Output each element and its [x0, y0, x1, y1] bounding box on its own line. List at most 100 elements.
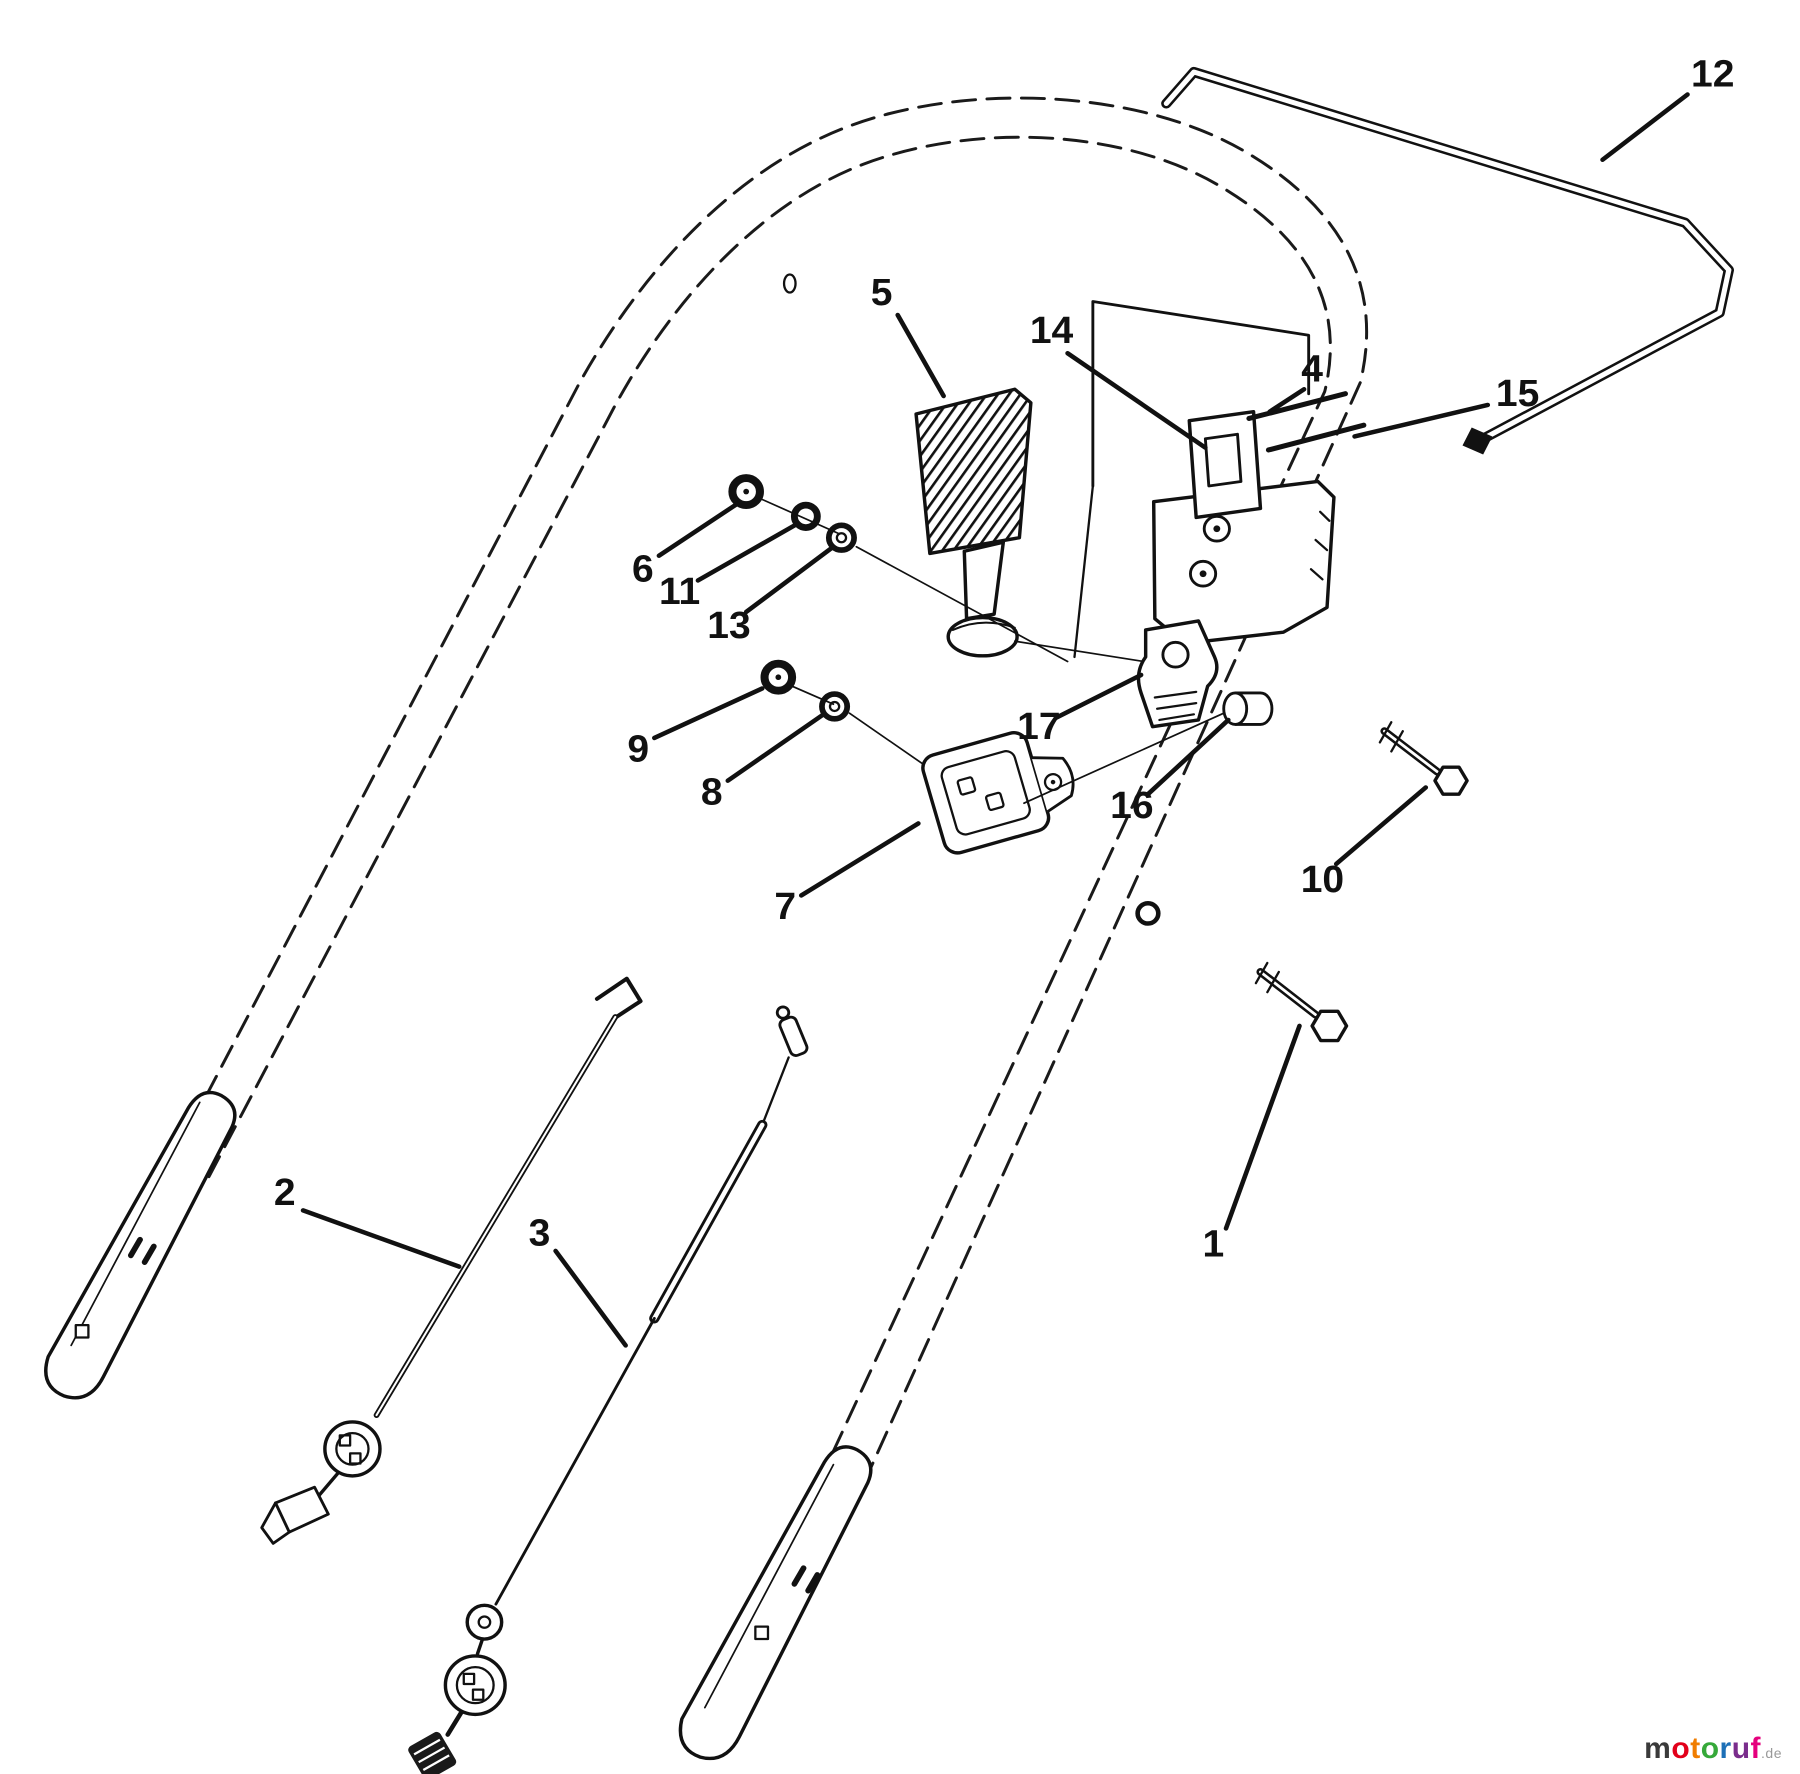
rod-2-trunnion-slot-1	[338, 1434, 352, 1447]
console-screw-2-dot	[1199, 570, 1207, 578]
lower-handle-grip	[678, 1445, 873, 1761]
cable-3-wire-lower	[494, 1317, 656, 1606]
plate-14-outline	[1187, 410, 1263, 520]
watermark-letter: u	[1731, 1732, 1751, 1765]
leader-line-part-15	[1352, 402, 1491, 439]
watermark-suffix: .de	[1761, 1745, 1782, 1761]
watermark-letter: m	[1644, 1732, 1672, 1765]
leader-line-part-16	[1145, 717, 1231, 797]
throttle-lever-part-5	[914, 387, 1145, 663]
watermark-letter: f	[1750, 1732, 1762, 1765]
part-label-13: 13	[707, 604, 750, 647]
locknut-part-6	[728, 474, 764, 510]
watermark-letter: r	[1719, 1732, 1732, 1765]
cable-3-trunnion-inner	[455, 1666, 495, 1705]
cable-3-stem	[445, 1709, 464, 1737]
console-screw-2	[1188, 559, 1218, 588]
cable-3-trunnion-slot-2	[471, 1688, 485, 1701]
cable-3-conduit-core	[652, 1122, 765, 1321]
bracket-17-ridge-2	[1155, 701, 1198, 710]
console-edge-tick-3	[1309, 568, 1324, 581]
cable-3-knob	[465, 1603, 504, 1641]
watermark-letter: o	[1700, 1732, 1720, 1765]
lower-grip-dash-2	[805, 1572, 821, 1594]
console-bracket-assembly	[1073, 300, 1336, 659]
washer-part-11	[790, 501, 821, 531]
rod-2-shaft-core	[375, 1015, 617, 1417]
fastener-set-9-8	[760, 659, 929, 769]
part-label-7: 7	[774, 885, 796, 928]
rod-2-bracket	[274, 1485, 330, 1534]
cable-3-trunnion	[443, 1654, 507, 1717]
lower-grip-seam	[703, 1463, 835, 1709]
part-label-5: 5	[871, 271, 893, 314]
cable-3-plug-rib-2	[418, 1746, 446, 1764]
leader-line-part-3	[553, 1248, 628, 1348]
cable-3-link	[475, 1638, 484, 1656]
rod-2-trunnion-slot-2	[348, 1452, 362, 1465]
leader-line-part-5	[895, 312, 946, 399]
leader-line-part-1	[1223, 1023, 1302, 1231]
bracket-17-hole	[1161, 640, 1190, 669]
bolt-part-1	[1135, 901, 1349, 1043]
cable-3-wire-upper	[761, 1056, 790, 1127]
locknut-part-6-dot	[743, 488, 750, 495]
housing-hole-2	[984, 791, 1005, 812]
rod-2-hook	[594, 976, 643, 1022]
bolt-10-shaft-core	[1383, 729, 1439, 774]
left-grip-dash-2	[141, 1243, 157, 1265]
cable-3-trunnion-slot-1	[462, 1672, 476, 1686]
part-label-3: 3	[529, 1212, 551, 1255]
console-screw-1	[1202, 514, 1231, 543]
lever-foot-line	[951, 621, 1016, 631]
lower-grip-body	[678, 1445, 873, 1761]
part-label-11: 11	[659, 570, 700, 613]
leader-line-part-8	[725, 713, 825, 783]
cable-3-plug-rib-1	[413, 1738, 441, 1756]
leader-line-part-12	[1600, 92, 1690, 162]
left-grip-body	[44, 1090, 237, 1400]
watermark-letter: o	[1671, 1732, 1691, 1765]
watermark-logo: motoruf	[1644, 1732, 1761, 1765]
plate-14-slot	[1203, 432, 1243, 488]
leader-line-part-13	[743, 544, 836, 615]
part-label-17: 17	[1017, 705, 1060, 748]
housing-body	[921, 731, 1051, 855]
bolt-1-thread-2	[1266, 970, 1280, 994]
bolt-part-10	[1378, 721, 1469, 796]
fastener-axis-line-c	[791, 685, 835, 706]
console-edge-tick-2	[1314, 538, 1329, 552]
locknut-part-9	[760, 659, 797, 695]
part-label-15: 15	[1496, 372, 1539, 415]
cable-3-knob-hole	[477, 1615, 492, 1629]
left-grip-dash-1	[127, 1236, 143, 1259]
bolt-1-shaft-core	[1259, 970, 1317, 1017]
bracket-17-ridge-1	[1153, 690, 1198, 699]
housing-part-7	[921, 731, 1075, 855]
bolt-1-head	[1310, 1009, 1349, 1043]
tube-hole	[782, 273, 797, 294]
leader-line-part-6	[656, 501, 740, 558]
leader-line-part-2	[300, 1208, 462, 1269]
part-label-16: 16	[1110, 784, 1153, 827]
part-label-14: 14	[1030, 309, 1074, 352]
fastener-axis-line-d	[848, 712, 929, 769]
spacer-part-16	[1222, 691, 1274, 726]
part-label-2: 2	[274, 1171, 296, 1214]
cable-bracket-part-17	[1136, 619, 1219, 729]
watermark: motoruf.de	[1644, 1732, 1782, 1766]
cable-3-ferrule-cap	[775, 1005, 791, 1020]
bracket-17-body	[1136, 619, 1219, 729]
left-grip-seam	[70, 1101, 201, 1347]
washer-part-8	[819, 691, 851, 722]
washer-part-13-hole	[835, 532, 848, 544]
bolt-1-thread-1	[1254, 961, 1269, 985]
console-edge-tick-1	[1319, 510, 1331, 522]
lever-link-line	[1013, 640, 1145, 663]
control-bar-core	[1163, 69, 1732, 442]
part-label-8: 8	[701, 771, 723, 814]
console-bracket-body	[1151, 479, 1336, 646]
